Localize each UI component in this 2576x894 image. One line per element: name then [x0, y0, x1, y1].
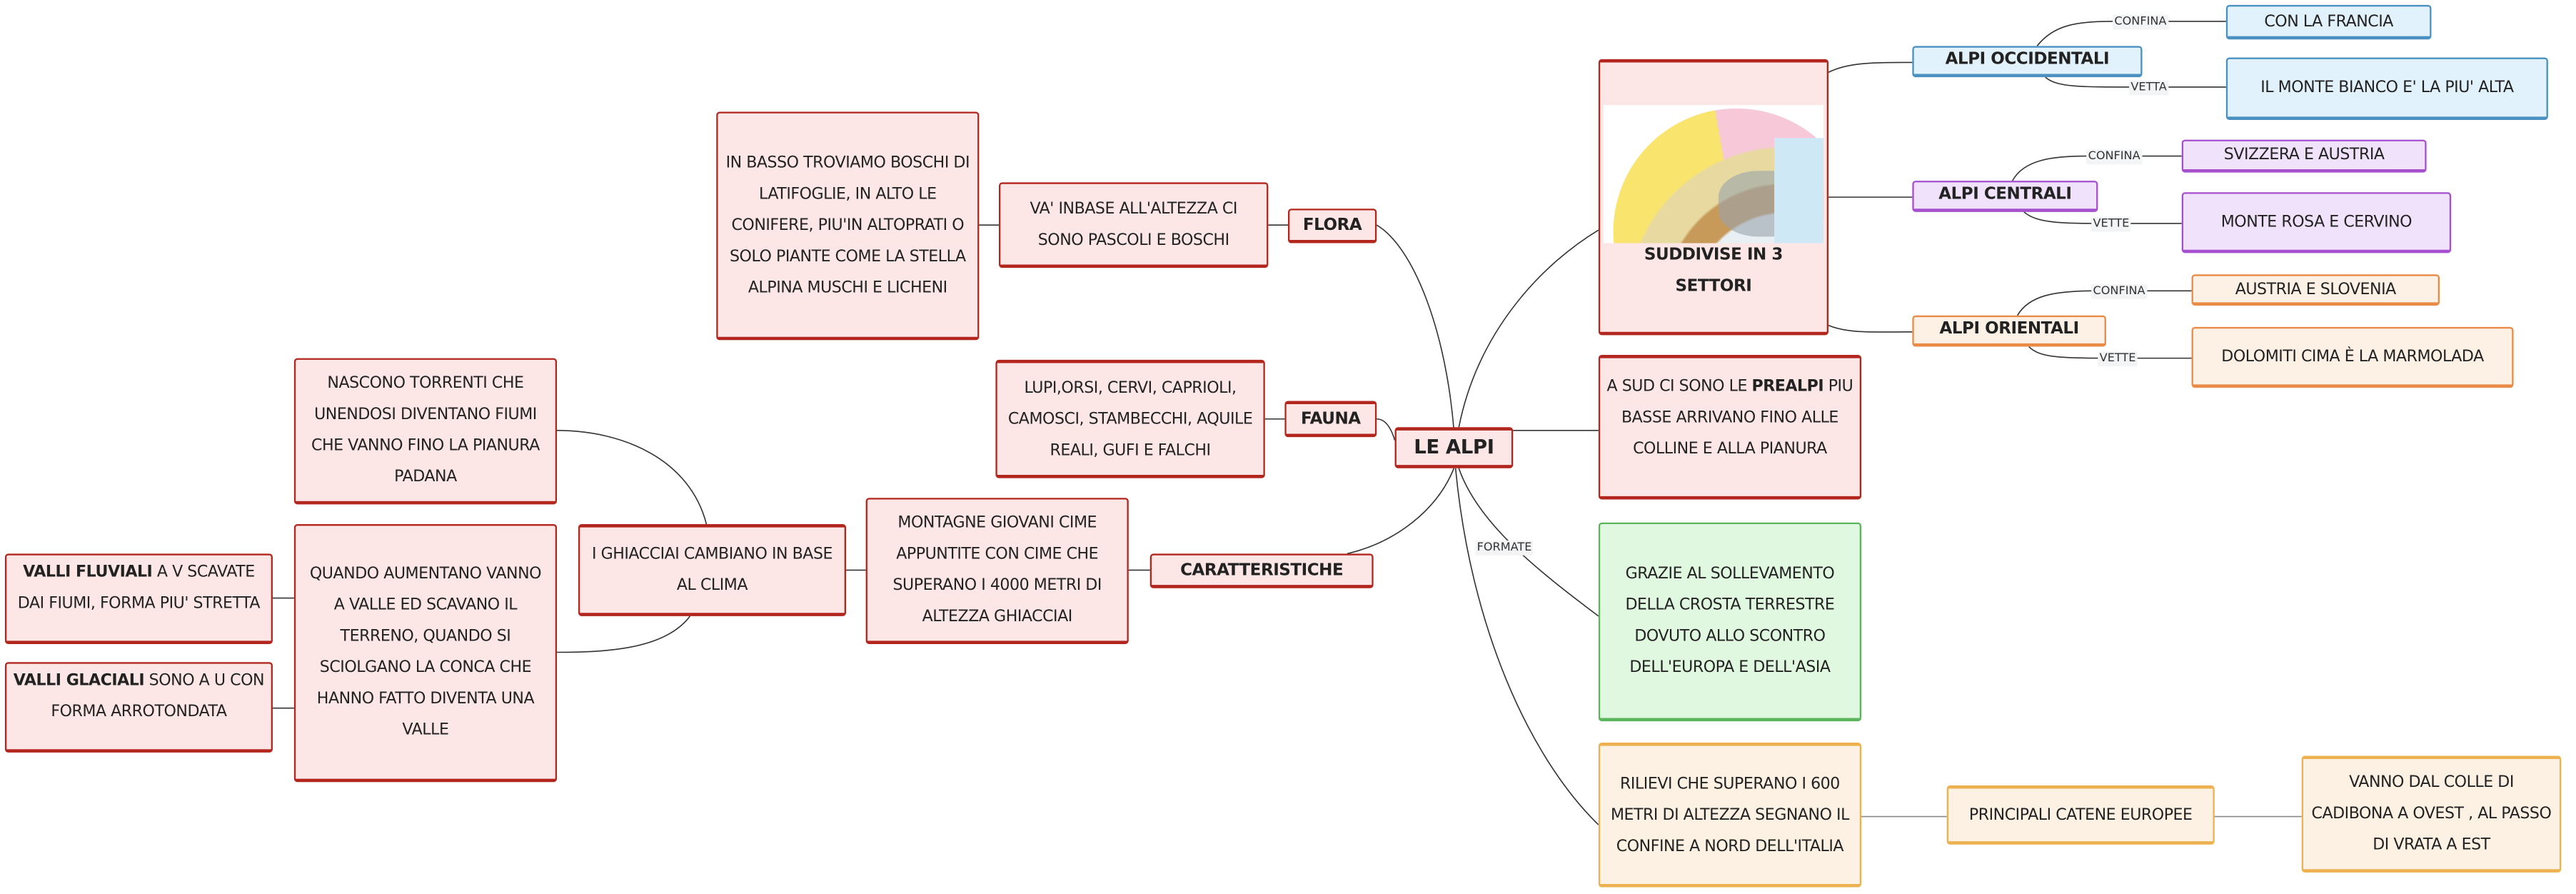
vette-label: VETTE	[2091, 216, 2131, 232]
formate-node[interactable]: GRAZIE AL SOLLEVAMENTO DELLA CROSTA TERR…	[1598, 522, 1862, 722]
prealpi-pre: A SUD CI SONO LE	[1606, 378, 1752, 396]
valle-node[interactable]: QUANDO AUMENTANO VANNO A VALLE ED SCAVAN…	[293, 524, 558, 783]
vetta-label: VETTA	[2129, 80, 2169, 96]
alps-map-image	[1603, 105, 1824, 243]
fauna-desc-node[interactable]: LUPI,ORSI, CERVI, CAPRIOLI, CAMOSCI, STA…	[995, 359, 1265, 478]
vette-label: VETTE	[2098, 351, 2138, 367]
orientali-vette-node[interactable]: DOLOMITI CIMA è LA MARMOLADA	[2191, 326, 2514, 388]
occidentali-confina-node[interactable]: CON LA FRANCIA	[2225, 4, 2432, 40]
alpi-occidentali-node[interactable]: ALPI OCCIDENTALI	[1912, 46, 2143, 78]
alpi-orientali-node[interactable]: ALPI ORIENTALI	[1912, 315, 2106, 347]
valli-glaciali-title: VALLI GLACIALI	[13, 672, 145, 690]
formate-label: FORMATE	[1475, 541, 1534, 556]
centrali-vette-node[interactable]: MONTE ROSA E CERVINO	[2181, 192, 2452, 253]
confina-label: CONFINA	[2091, 284, 2147, 299]
rilievi-node[interactable]: RILIEVI CHE SUPERANO I 600 METRI DI ALTE…	[1598, 743, 1862, 888]
confina-label: CONFINA	[2086, 149, 2142, 165]
flora-detail-node[interactable]: IN BASSO TROVIAMO BOSCHI DI LATIFOGLIE, …	[716, 111, 980, 341]
ghiacciai-node[interactable]: I GHIACCIAI CAMBIANO IN BASE AL CLIMA	[578, 524, 847, 616]
orientali-confina-node[interactable]: AUSTRIA E SLOVENIA	[2191, 274, 2440, 306]
valli-fluviali-node[interactable]: VALLI FLUVIALI A V SCAVATE DAI FIUMI, FO…	[4, 553, 273, 644]
fauna-node[interactable]: FAUNA	[1284, 401, 1377, 438]
valli-glaciali-node[interactable]: VALLI GLACIALI SONO A U CON FORMA ARROTO…	[4, 662, 273, 753]
valli-fluviali-text: A V SCAVATE DAI FIUMI, FORMA PIU' STRETT…	[17, 563, 261, 613]
flora-node[interactable]: FLORA	[1287, 209, 1377, 243]
prealpi-title: PREALPI	[1751, 378, 1824, 396]
prealpi-post: PIU BASSE ARRIVANO FINO ALLE COLLINE E A…	[1621, 378, 1853, 458]
centrali-confina-node[interactable]: SVIZZERA E AUSTRIA	[2181, 139, 2427, 173]
torrenti-node[interactable]: NASCONO TORRENTI CHE UNENDOSI DIVENTANO …	[293, 358, 558, 505]
valli-glaciali-text: SONO A U CON FORMA ARROTONDATA	[51, 672, 265, 722]
alpi-centrali-node[interactable]: ALPI CENTRALI	[1912, 181, 2098, 212]
caratteristiche-desc-node[interactable]: MONTAGNE GIOVANI CIME APPUNTITE CON CIME…	[865, 498, 1129, 644]
caratteristiche-node[interactable]: CARATTERISTICHE	[1149, 553, 1374, 588]
catene-node[interactable]: PRINCIPALI CATENE EUROPEE	[1946, 785, 2215, 845]
estensione-node[interactable]: VANNO DAL COLLE DI CADIBONA A OVEST , AL…	[2301, 755, 2562, 873]
occidentali-vetta-node[interactable]: IL MONTE BIANCO E' LA PIU' ALTA	[2225, 57, 2548, 120]
central-topic[interactable]: LE ALPI	[1394, 427, 1514, 468]
valli-fluviali-title: VALLI FLUVIALI	[23, 563, 153, 582]
confina-label: CONFINA	[2113, 14, 2168, 30]
settori-label: SUDDIVISE IN 3 SETTORI	[1644, 246, 1783, 296]
settori-node[interactable]: SUDDIVISE IN 3 SETTORI	[1598, 59, 1829, 336]
flora-desc-node[interactable]: VA' INBASE ALL'ALTEZZA CI SONO PASCOLI E…	[999, 182, 1269, 268]
prealpi-node[interactable]: A SUD CI SONO LE PREALPI PIU BASSE ARRIV…	[1598, 355, 1862, 500]
